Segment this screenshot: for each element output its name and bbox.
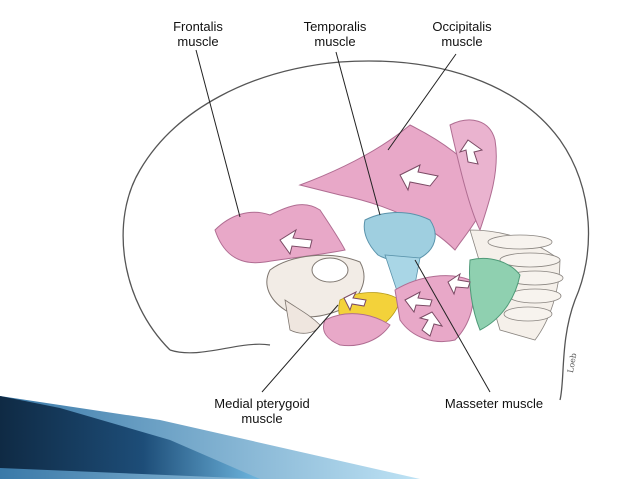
slide-banner — [0, 396, 420, 479]
occipitalis-label-line1: Occipitalis — [432, 19, 492, 34]
medial-pterygoid-muscle — [323, 290, 401, 347]
head-outline — [122, 60, 590, 401]
frontalis-label-line2: muscle — [177, 34, 219, 49]
masseter-label: Masseter muscle — [420, 396, 568, 411]
frontalis-muscle — [214, 204, 346, 264]
medial-pterygoid-label-line1: Medial pterygoid — [214, 396, 310, 411]
masseter-label-line1: Masseter muscle — [444, 396, 544, 411]
medial-pterygoid-leader — [261, 304, 339, 393]
medial-pterygoid-label: Medial pterygoid muscle — [188, 396, 336, 426]
temporalis-label: Temporalis muscle — [287, 19, 383, 49]
frontalis-leader — [195, 49, 241, 218]
occipitalis-label-line2: muscle — [441, 34, 483, 49]
occipitalis-label: Occipitalis muscle — [417, 19, 507, 49]
masseter-muscle — [394, 257, 521, 343]
leader-lines — [195, 49, 491, 393]
neck-outline — [169, 343, 271, 354]
occipitalis-leader — [387, 53, 457, 151]
temporalis-leader — [335, 51, 381, 216]
cervical-vertebrae — [469, 229, 564, 341]
temporalis-label-line2: muscle — [314, 34, 356, 49]
frontalis-label-line1: Frontalis — [173, 19, 223, 34]
masseter-leader — [414, 259, 491, 393]
medial-pterygoid-label-line2: muscle — [241, 411, 283, 426]
frontalis-label: Frontalis muscle — [158, 19, 238, 49]
occipitalis-muscle — [298, 119, 497, 251]
temporalis-label-line1: Temporalis — [303, 19, 367, 34]
